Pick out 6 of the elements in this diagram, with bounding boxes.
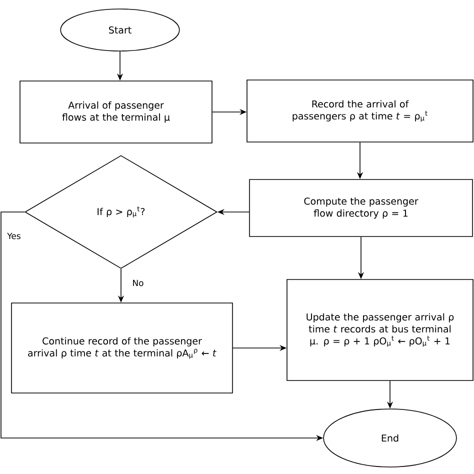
process-box: Arrival of passenger flows at the terminal μ <box>20 80 212 144</box>
process-box: Compute the passenger flow directory ρ = 1 <box>249 179 473 237</box>
process-box: Update the passenger arrival ρ time t records at bus terminal μ. ρ = ρ + 1 ρO$_{μ}$$^{t}$ ← ρO$_{μ}$$^{t}$ + 1 <box>286 279 474 381</box>
process-box: Continue record of the passenger arrival ρ time t at the terminal ρA$_{μ}$$^{ρ}$ ← t <box>11 302 233 394</box>
edge-label: No <box>131 278 145 288</box>
edge-label: Yes <box>6 232 22 240</box>
